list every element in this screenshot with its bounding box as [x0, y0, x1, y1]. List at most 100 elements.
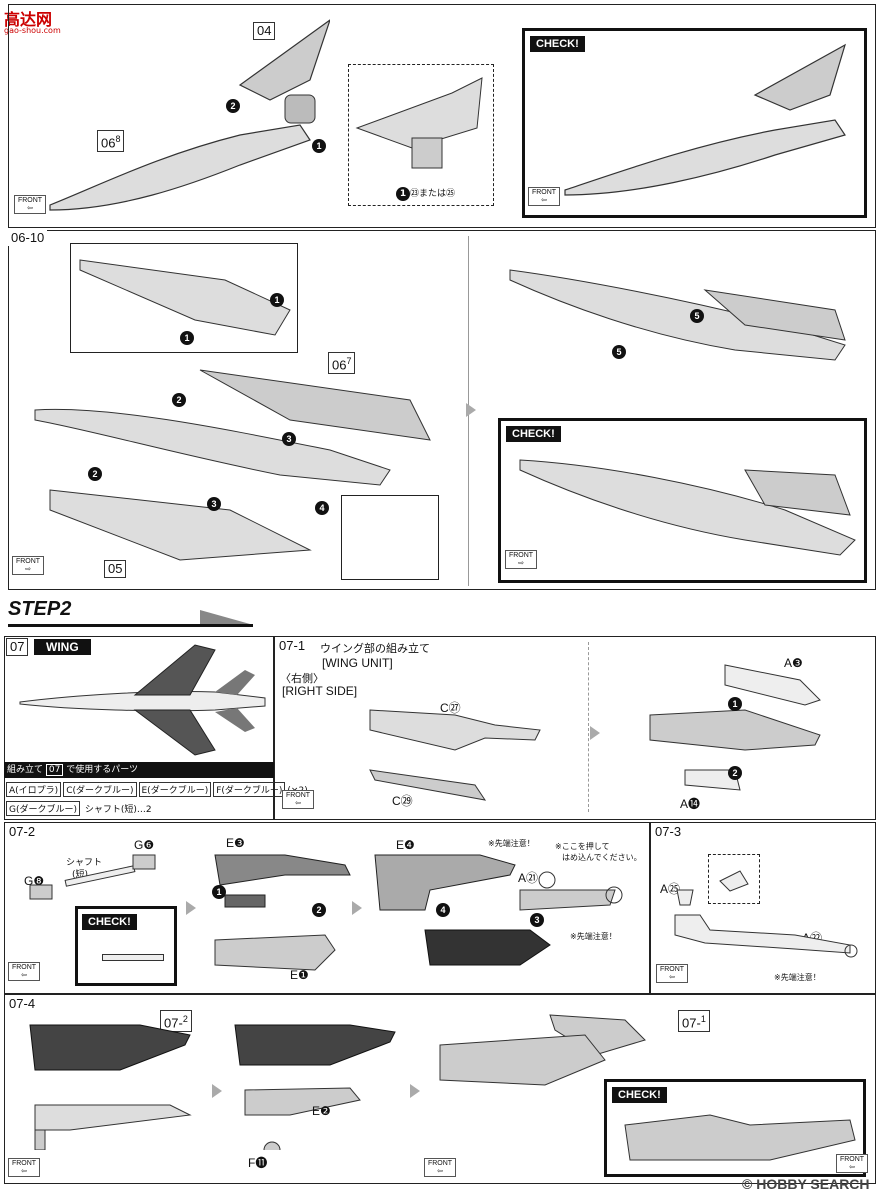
part-e1: E❶ [290, 968, 309, 982]
inset-06-10 [70, 243, 298, 353]
shaft-short-label: (短) [72, 870, 89, 880]
check-box-06-10 [498, 418, 867, 583]
right-side-jp: 〈右側〉 [280, 672, 324, 685]
check-label-top: CHECK! [530, 36, 585, 52]
wing-unit-en-title: [WING UNIT] [322, 656, 393, 670]
watermark-url: gao-shou.com [4, 26, 61, 35]
step-1-marker: 1 [312, 138, 326, 153]
part-c: C(ダークブルー) [63, 782, 137, 797]
ref-07-2: 07-2 [160, 1010, 192, 1033]
front-indicator-07-1: FRONT⇦ [282, 790, 314, 809]
part-a25: A㉕ [660, 882, 681, 896]
wing-07-4-left [29, 1024, 192, 1150]
wing-parts-drawing [369, 709, 541, 801]
shaft-drawing [29, 854, 156, 900]
part-e2: E❷ [312, 1104, 331, 1118]
note-tip-07-3: ※先端注意！ [774, 973, 821, 982]
hobby-search-watermark: © HOBBY SEARCH [742, 1176, 870, 1192]
step-3-06-10-a: 3 [282, 431, 296, 446]
part-e3: E❸ [226, 836, 245, 850]
right-side-en: [RIGHT SIDE] [282, 684, 358, 698]
jet-drawing-06-10-inset [79, 259, 291, 336]
step-2-07-2: 2 [312, 902, 326, 917]
jet-drawing-06-10-right [509, 269, 846, 361]
jet-drawing-06-10-main [34, 369, 431, 561]
panel-title-07-4: 07-4 [6, 996, 39, 1012]
panel-divider-07-1 [588, 642, 589, 812]
panel-07-4 [4, 994, 876, 1184]
aircraft-topview [19, 644, 266, 756]
panel-name-wing: WING [34, 639, 91, 655]
part-g: G(ダークブルー) [6, 801, 80, 816]
note-press-1: ※ここを押して [555, 842, 610, 851]
note-tip-a: ※先端注意！ [488, 839, 535, 848]
part-f: F(ダークブルー) [213, 782, 286, 797]
step-1-07-2: 1 [212, 884, 226, 899]
front-indicator-06-10-check: FRONT⇨ [505, 550, 537, 569]
step-2-06-10-b: 2 [88, 466, 102, 481]
front-indicator-top-check: FRONT⇦ [528, 187, 560, 206]
arrow-07-2-b [352, 901, 362, 915]
step-4-06-10: 4 [315, 500, 329, 515]
panel-top [8, 4, 876, 228]
jet-drawing-06-10-check [519, 459, 856, 556]
wing-unit-jp-title: ウイング部の組み立て [320, 642, 430, 655]
inset-07-3 [708, 854, 760, 904]
wing-07-4-mid [234, 1024, 396, 1150]
part-c29: C㉙ [392, 794, 413, 808]
part-label-05: 05 [104, 560, 127, 578]
part-label-04: 04 [253, 22, 276, 40]
panel-07-3 [650, 822, 876, 994]
part-label-06-8: 068 [97, 130, 125, 153]
check-box-top [522, 28, 867, 218]
step-1-07-1: 1 [728, 696, 742, 711]
part-c27: C㉗ [440, 701, 461, 715]
parts-row-1: A(イロプラ)C(ダークブルー)E(ダークブルー)F(ダークブルー)(×2) [6, 782, 308, 797]
arrow-07-1 [590, 726, 600, 740]
ref-07-1: 07-1 [678, 1010, 710, 1033]
clip-drawing [719, 870, 749, 892]
panel-title-06-10: 06-10 [8, 230, 48, 246]
arrow-07-4-b [410, 1084, 420, 1098]
step-3-06-10-b: 3 [207, 496, 221, 511]
panel-title-07-1: 07-1 [276, 638, 309, 654]
jet-drawing-top-left [49, 19, 330, 211]
step-1-06-10-b: 1 [180, 330, 194, 345]
front-indicator-06-10-left: FRONT⇨ [12, 556, 44, 575]
shaft-check-drawing [102, 954, 164, 961]
step-2-07-1: 2 [728, 765, 742, 780]
front-indicator-07-4-check: FRONT⇦ [836, 1154, 868, 1173]
panel-07-1 [274, 636, 876, 820]
step-2-marker: 2 [226, 98, 240, 113]
front-indicator-top-left: FRONT⇦ [14, 195, 46, 214]
check-label-06-10: CHECK! [506, 426, 561, 442]
step-3-07-2: 3 [530, 912, 544, 927]
front-indicator-07-4-mid: FRONT⇦ [424, 1158, 456, 1177]
inset-drawing [355, 77, 483, 169]
panel-07-2 [4, 822, 650, 994]
step-2-06-10-a: 2 [172, 392, 186, 407]
part-g6: G❻ [134, 838, 155, 852]
panel-title-07: 07 [6, 638, 29, 656]
wing-e-parts-drawing [214, 854, 351, 971]
part-f11: F⓫ [248, 1156, 268, 1170]
note-press-2: はめ込んでください。 [562, 853, 642, 862]
part-a3: A❸ [784, 656, 803, 670]
front-indicator-07-4-left: FRONT⇦ [8, 1158, 40, 1177]
part-a14: A⓮ [680, 797, 701, 811]
step2-accent [200, 610, 250, 624]
wing-07-4-right [439, 1014, 646, 1086]
jet-drawing-top-check [564, 43, 846, 196]
check-label-07-2: CHECK! [82, 914, 137, 930]
step-1-06-10-a: 1 [270, 292, 284, 307]
arrow-07-2-a [186, 901, 196, 915]
note-tip-b: ※先端注意！ [570, 932, 617, 941]
step-5-06-10-a: 5 [690, 308, 704, 323]
panel-title-07-3: 07-3 [652, 824, 685, 840]
parts-heading: 組み立て 07 で使用するパーツ [4, 762, 274, 778]
inset-06-10-detail [341, 495, 439, 580]
part-e4: E❹ [396, 838, 415, 852]
front-indicator-07-3: FRONT⇦ [656, 964, 688, 983]
watermark-logo: 高达网 [4, 10, 53, 29]
